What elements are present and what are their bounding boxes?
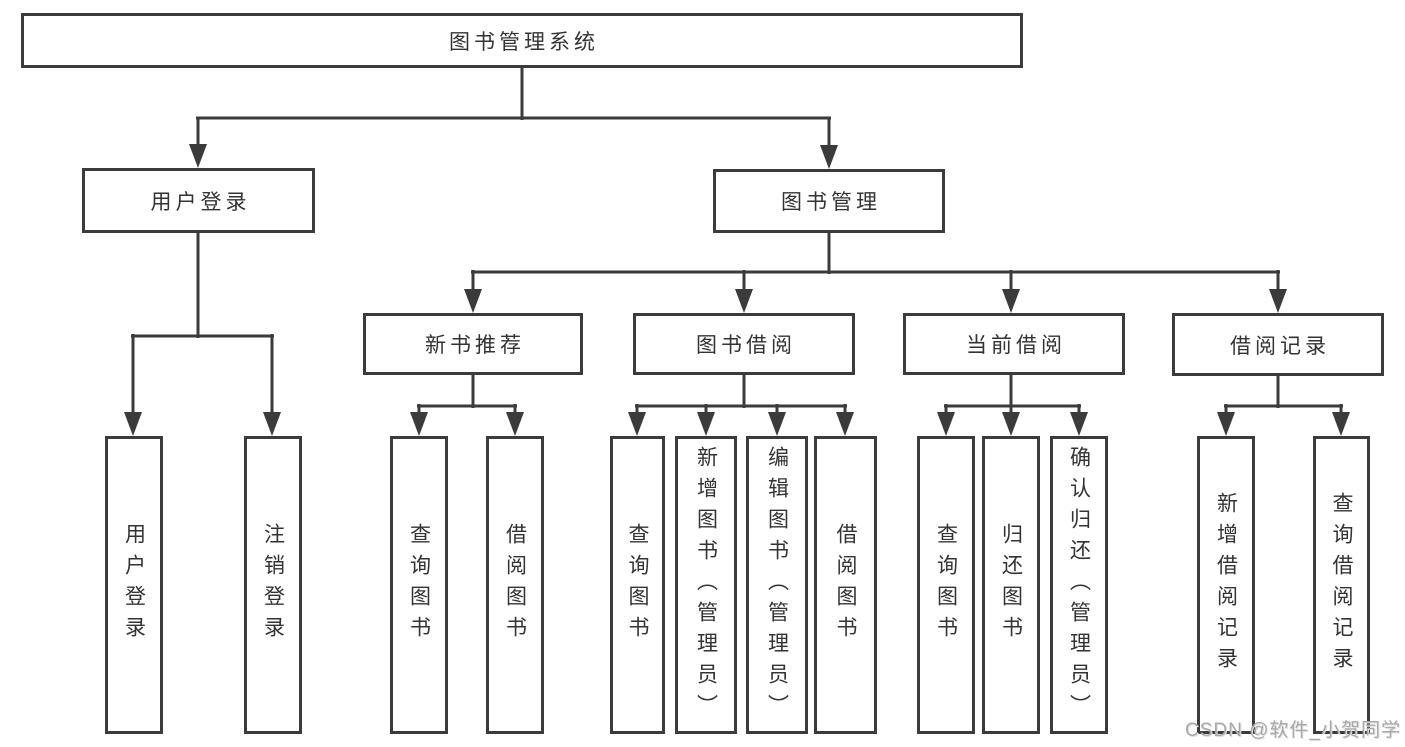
node-current-borrowing: 当前借阅 [903,313,1125,375]
leaf-borrow-books-recommend: 借阅图书 [486,436,544,734]
leaf-user-login: 用户登录 [105,436,163,734]
csdn-watermark: CSDN @软件_小贺同学 [1185,720,1401,741]
node-root-label: 图书管理系统 [449,30,599,54]
node-book-management-label: 图书管理 [781,191,881,214]
leaf-query-borrow-record: 查询借阅记录 [1313,436,1370,734]
leaf-add-borrow-record: 新增借阅记录 [1197,436,1255,734]
node-borrowing-records: 借阅记录 [1172,313,1384,376]
node-root: 图书管理系统 [21,13,1023,68]
leaf-return-book-label: 归还图书 [999,523,1023,647]
leaf-confirm-return-admin-label: 确认归还（管理员） [1067,445,1091,725]
leaf-query-books-borrowing: 查询图书 [610,436,665,734]
leaf-query-books-current-label: 查询图书 [934,523,958,647]
node-book-borrowing: 图书借阅 [633,313,855,375]
leaf-return-book: 归还图书 [982,436,1040,734]
leaf-borrow-books-recommend-label: 借阅图书 [503,523,527,647]
node-book-management: 图书管理 [713,169,945,233]
node-user-login-label: 用户登录 [150,190,251,214]
leaf-logout: 注销登录 [244,436,302,734]
leaf-add-borrow-record-label: 新增借阅记录 [1214,492,1238,678]
leaf-add-book-admin: 新增图书（管理员） [675,436,737,734]
leaf-query-books-recommend: 查询图书 [390,436,448,734]
leaf-query-books-borrowing-label: 查询图书 [626,523,649,647]
node-new-book-recommend-label: 新书推荐 [425,334,525,357]
leaf-borrow-books-label: 借阅图书 [834,523,857,647]
leaf-query-books-recommend-label: 查询图书 [407,523,431,647]
node-current-borrowing-label: 当前借阅 [966,334,1066,357]
node-book-borrowing-label: 图书借阅 [696,334,796,357]
node-new-book-recommend: 新书推荐 [363,313,583,375]
leaf-query-borrow-record-label: 查询借阅记录 [1330,492,1353,678]
leaf-add-book-admin-label: 新增图书（管理员） [694,445,718,725]
leaf-query-books-current: 查询图书 [917,436,975,734]
leaf-borrow-books: 借阅图书 [814,436,877,734]
node-user-login: 用户登录 [82,168,315,233]
node-borrowing-records-label: 借阅记录 [1230,334,1330,358]
leaf-user-login-label: 用户登录 [122,523,146,647]
leaf-logout-label: 注销登录 [261,523,285,647]
leaf-edit-book-admin-label: 编辑图书（管理员） [765,445,789,725]
leaf-confirm-return-admin: 确认归还（管理员） [1050,436,1108,734]
leaf-edit-book-admin: 编辑图书（管理员） [746,436,808,734]
